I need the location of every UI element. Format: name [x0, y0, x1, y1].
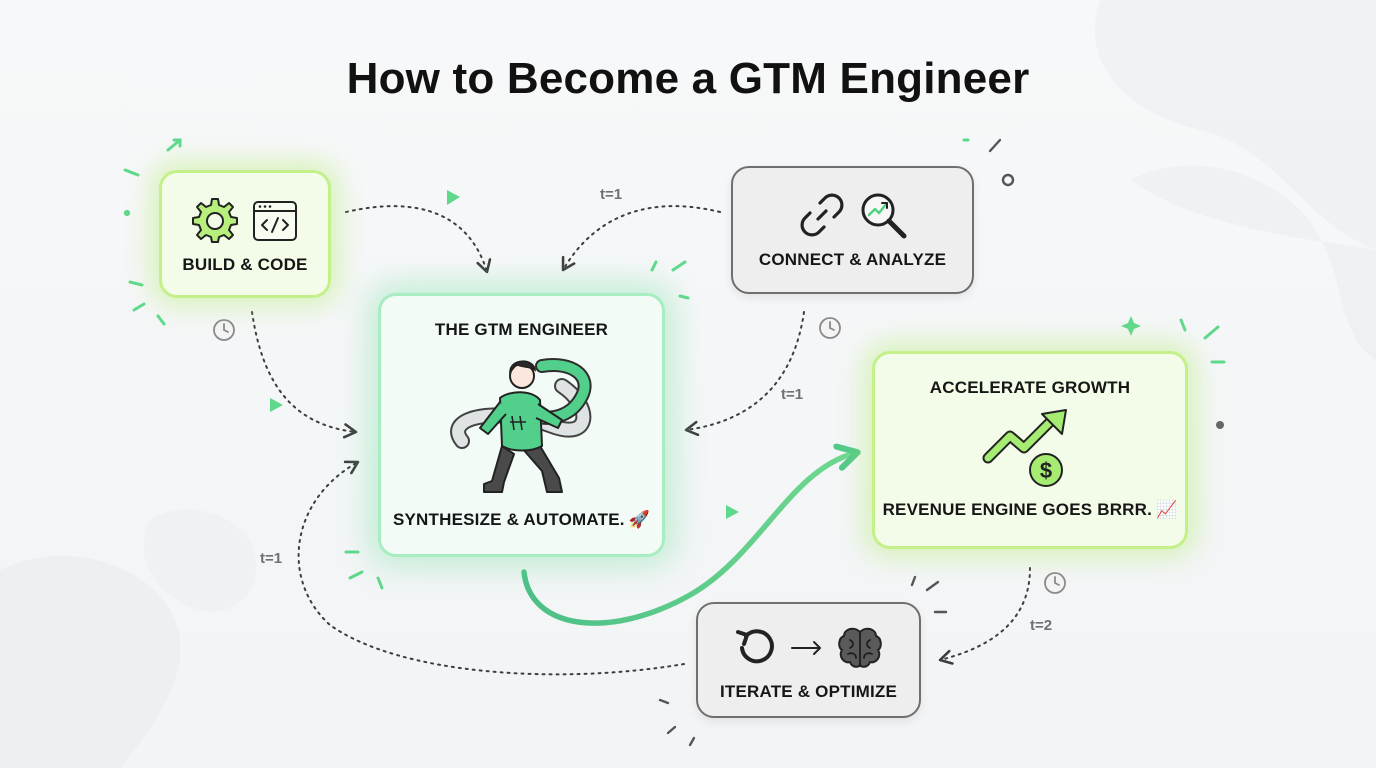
time-label: t=2: [1030, 617, 1053, 634]
node-connect-analyze: CONNECT & ANALYZE: [731, 166, 974, 294]
link-chain-icon: [800, 193, 843, 237]
node-caption: SYNTHESIZE & AUTOMATE.: [392, 510, 625, 529]
time-label: t=1: [260, 550, 283, 567]
rocket-icon: 🚀: [628, 510, 651, 530]
node-label: BUILD & CODE: [182, 255, 308, 274]
edge-growth-iterate: [938, 567, 1031, 665]
trend-arrow-icon: $: [982, 409, 1067, 487]
engineer-character-icon: [449, 358, 591, 493]
time-label: t=1: [600, 186, 623, 203]
edge-build-side: [251, 311, 358, 439]
code-window-icon: [253, 201, 297, 241]
page-title: How to Become a GTM Engineer: [346, 54, 1030, 103]
node-label: ITERATE & OPTIMIZE: [719, 682, 898, 701]
magnifier-chart-icon: [861, 193, 906, 239]
clock-icon: [1044, 572, 1066, 594]
svg-text:$: $: [1040, 458, 1052, 483]
edge-engineer-growth: [521, 453, 855, 626]
edge-iterate-loop: [297, 460, 685, 676]
clock-icon: [819, 317, 841, 339]
edge-build-top: [345, 205, 492, 274]
clock-icon: [213, 319, 235, 341]
time-label: t=1: [781, 386, 804, 403]
node-caption: REVENUE ENGINE GOES BRRR.: [882, 500, 1153, 519]
node-heading: ACCELERATE GROWTH: [929, 378, 1131, 397]
cycle-arrow-icon: [735, 629, 774, 664]
node-gtm-engineer: THE GTM ENGINEER SYNTHESIZE & AUTOMATE.🚀: [378, 293, 665, 557]
dollar-coin-icon: $: [1029, 453, 1063, 487]
gear-icon: [192, 198, 238, 243]
right-arrow-icon: [790, 641, 821, 655]
node-label: CONNECT & ANALYZE: [758, 250, 947, 269]
node-build-code: BUILD & CODE: [159, 170, 331, 298]
node-accelerate-growth: ACCELERATE GROWTH $ REVENUE ENGINE GOES …: [872, 351, 1188, 549]
chart-increasing-icon: 📈: [1156, 500, 1178, 520]
brain-icon: [837, 627, 882, 668]
node-heading: THE GTM ENGINEER: [434, 320, 609, 339]
node-iterate-optimize: ITERATE & OPTIMIZE: [696, 602, 921, 718]
edge-connect-side: [684, 311, 805, 437]
